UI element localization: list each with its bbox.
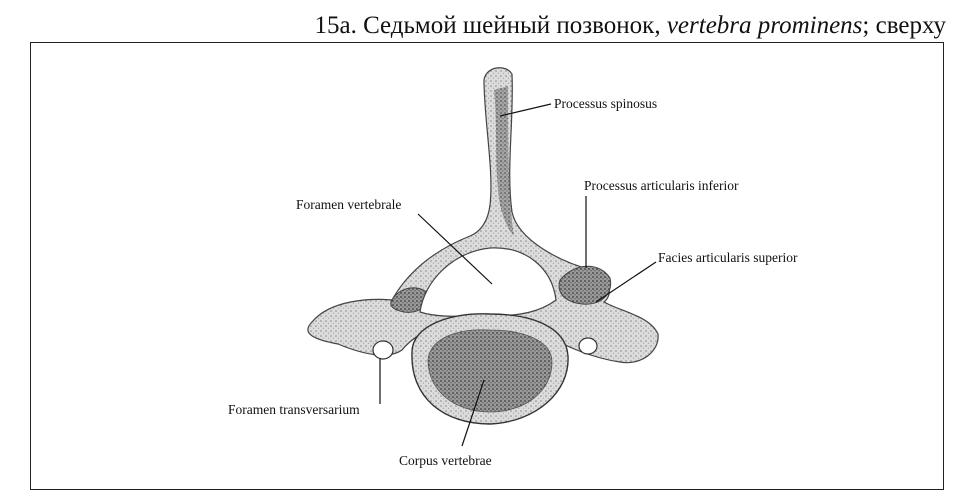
vertebral-body-surface [427, 329, 553, 413]
figure-frame [30, 42, 944, 490]
caption-suffix: ; сверху [862, 12, 946, 39]
leader-foramen-vertebrale [417, 213, 493, 285]
label-corpus-vertebrae: Corpus vertebrae [399, 453, 492, 468]
leader-processus-spinosus [499, 103, 552, 117]
leader-corpus-vertebrae [461, 379, 485, 447]
foramen-transversarium-right [578, 337, 598, 355]
leader-facies-articularis-superior [595, 261, 657, 303]
foramen-transversarium-left [372, 340, 394, 360]
label-facies-articularis-superior: Facies articularis superior [658, 250, 798, 265]
label-foramen-transversarium: Foramen transversarium [228, 402, 360, 417]
spinous-process-shading [494, 86, 514, 236]
caption-prefix: 15а. Седьмой шейный позвонок, [314, 12, 661, 39]
figure-caption: 15а. Седьмой шейный позвонок, vertebra p… [314, 12, 946, 40]
caption-latin: vertebra prominens [666, 12, 863, 39]
label-processus-spinosus: Processus spinosus [554, 96, 657, 111]
label-processus-articularis-inferior: Processus articularis inferior [584, 178, 739, 193]
label-foramen-vertebrale: Foramen vertebrale [296, 197, 401, 212]
